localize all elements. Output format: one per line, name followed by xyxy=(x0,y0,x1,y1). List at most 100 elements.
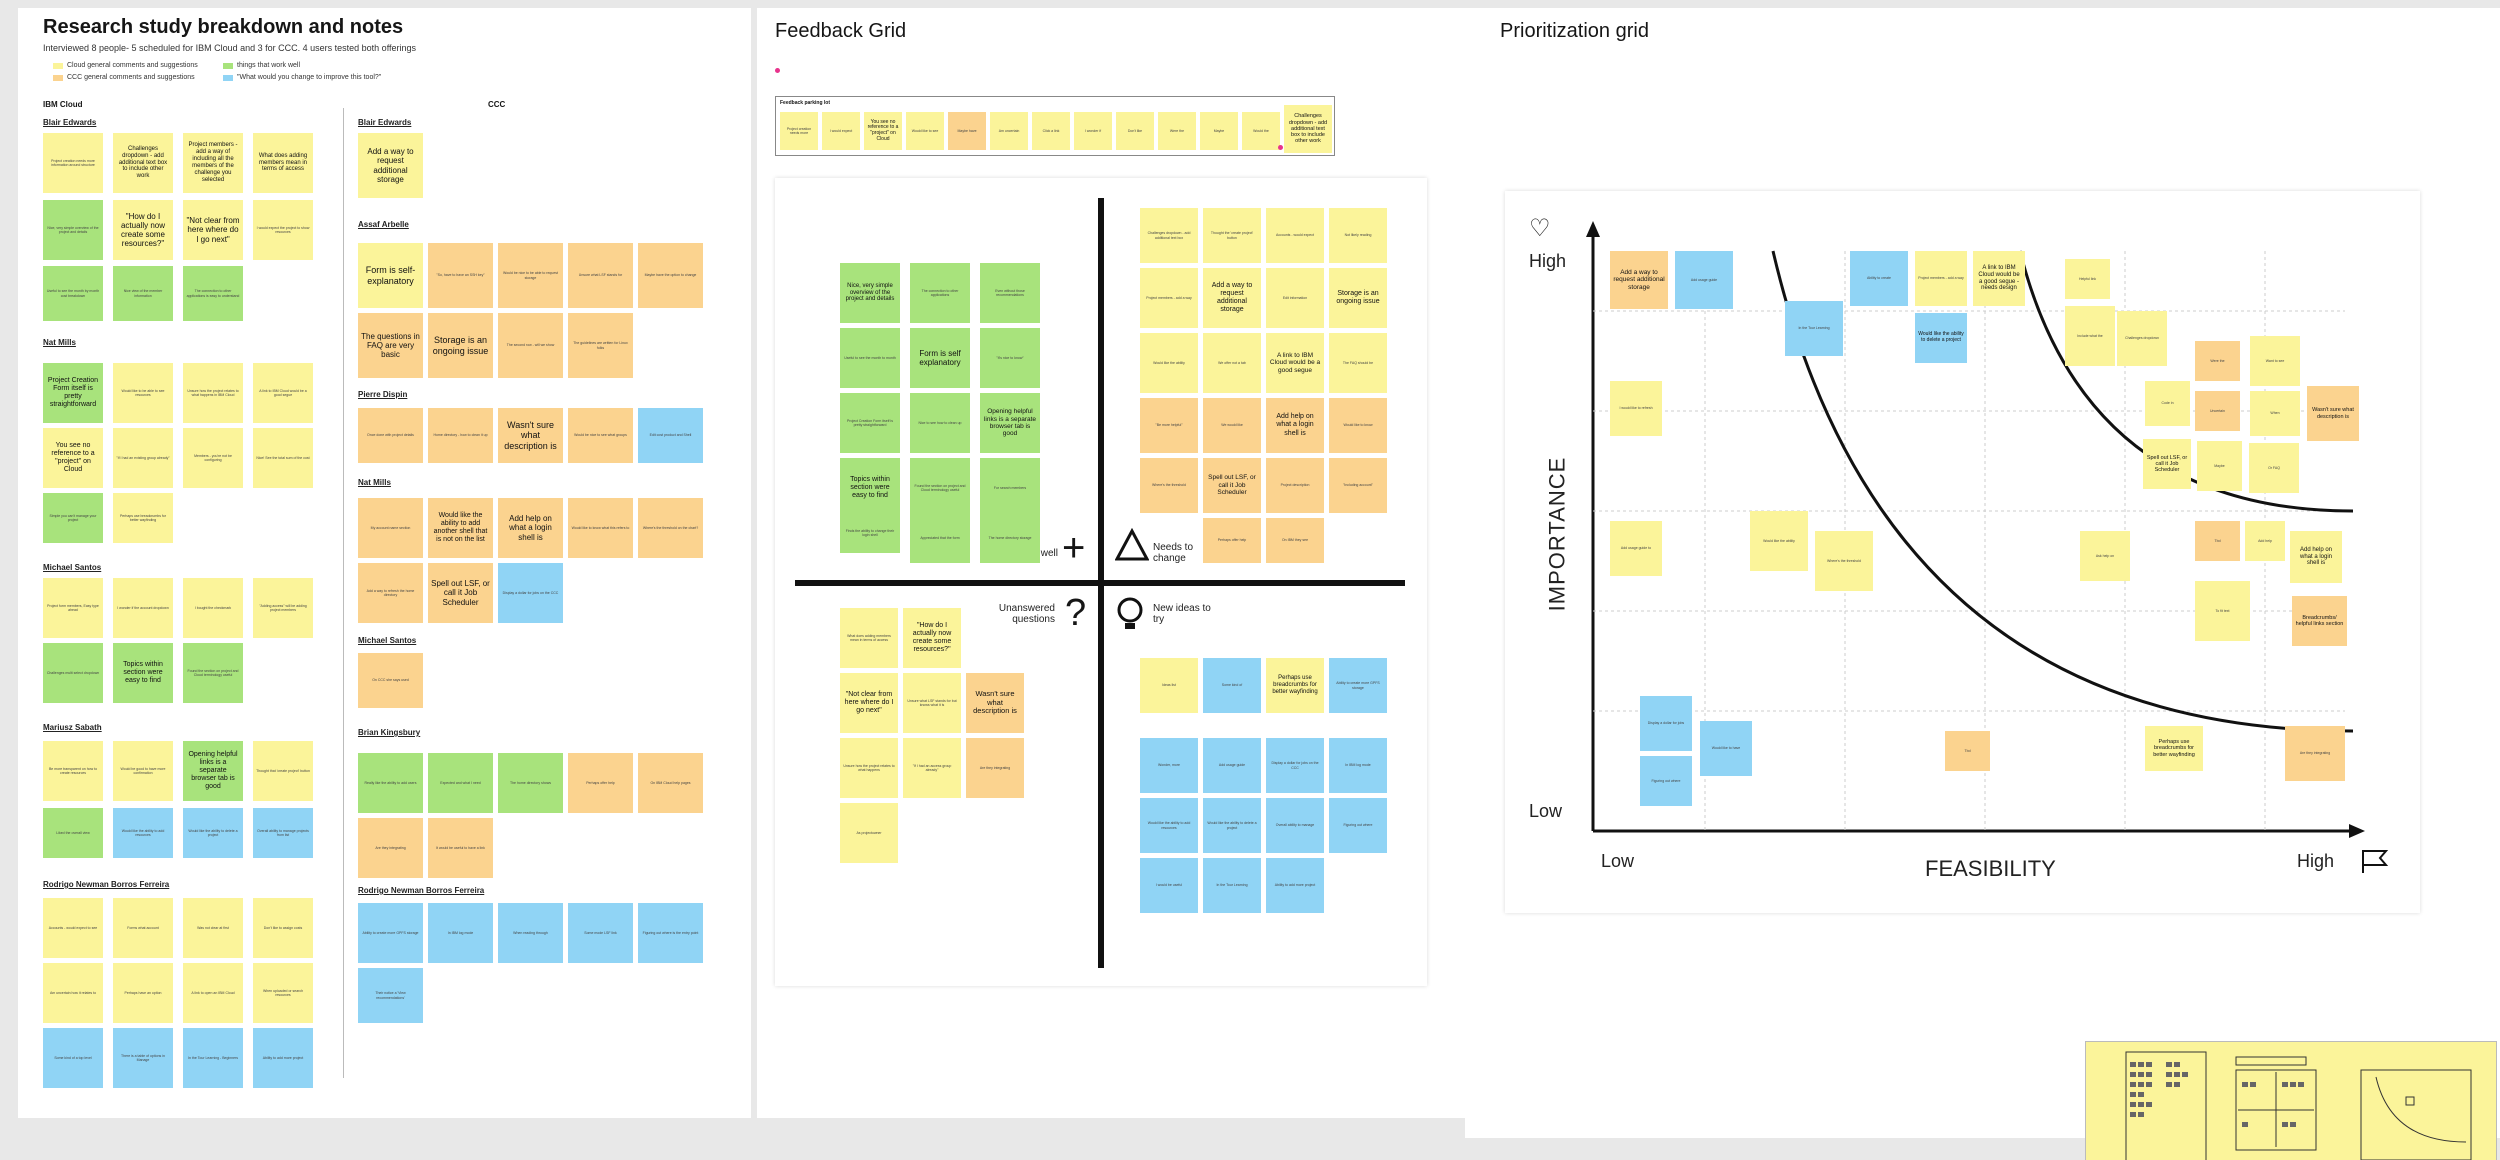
sticky-note[interactable]: On IBM they see xyxy=(1266,518,1324,563)
sticky-note[interactable]: Don't like xyxy=(1116,112,1154,150)
sticky-note[interactable]: Perhaps offer help xyxy=(568,753,633,813)
sticky-note[interactable]: Home directory - how to clean it up xyxy=(428,408,493,463)
sticky-note[interactable]: Perhaps use breadcrumbs for better wayfi… xyxy=(113,493,173,543)
sticky-note[interactable]: A link to IBM Cloud would be a good segu… xyxy=(1266,333,1324,393)
sticky-note[interactable]: We offer not a tab xyxy=(1203,333,1261,393)
sticky-note[interactable]: Spell out LSF, or call it Job Scheduler xyxy=(1203,458,1261,513)
sticky-note[interactable]: Perhaps use breadcrumbs for better wayfi… xyxy=(2145,726,2203,771)
sticky-note[interactable]: Really like the ability to add users xyxy=(358,753,423,813)
sticky-note[interactable]: Useful to see the month by month cost br… xyxy=(43,266,103,321)
sticky-note[interactable]: What does adding members mean in terms o… xyxy=(840,608,898,668)
sticky-note[interactable]: Breadcrumbs/ helpful links section xyxy=(2292,596,2347,646)
sticky-note[interactable]: Topics within section were easy to find xyxy=(840,458,900,518)
sticky-note[interactable]: Forms what account xyxy=(113,898,173,958)
sticky-note[interactable]: Are they integrating xyxy=(358,818,423,878)
sticky-note[interactable]: I bought the checkmark xyxy=(183,578,243,638)
sticky-note[interactable]: I wonder if xyxy=(1074,112,1112,150)
sticky-note[interactable]: Add usage guide xyxy=(1203,738,1261,793)
parking-lot[interactable]: Feedback parking lot Project creation ne… xyxy=(775,96,1335,156)
sticky-note[interactable]: Wonder, more xyxy=(1140,738,1198,793)
sticky-note[interactable]: Not likely reading xyxy=(1329,208,1387,263)
sticky-note[interactable]: Ideas list xyxy=(1140,658,1198,713)
sticky-note[interactable]: Overall ability to manage projects from … xyxy=(253,808,313,858)
sticky-note[interactable]: Appreciated that the form xyxy=(910,513,970,563)
sticky-note[interactable]: Was not clear at first xyxy=(183,898,243,958)
sticky-note[interactable]: Maybe xyxy=(2197,441,2242,491)
sticky-note[interactable]: The questions in FAQ are very basic xyxy=(358,313,423,378)
sticky-note[interactable]: Where's the threshold xyxy=(1140,458,1198,513)
sticky-note[interactable]: Nice! See the total sum of the cost xyxy=(253,428,313,488)
sticky-note[interactable]: Add a way to request additional storage xyxy=(1610,251,1668,309)
sticky-note[interactable]: On IBM Cloud help pages xyxy=(638,753,703,813)
sticky-note[interactable]: I wonder if the account dropdown xyxy=(113,578,173,638)
sticky-note[interactable]: Would like to know xyxy=(1329,398,1387,453)
sticky-note[interactable]: Add a way to request additional storage xyxy=(1203,268,1261,328)
sticky-note[interactable]: Ability to create more GPFS storage xyxy=(358,903,423,963)
prioritization-board[interactable]: Prioritization grid ♡ High L xyxy=(1465,8,2500,1160)
sticky-note[interactable]: Figuring out where is the entry point xyxy=(638,903,703,963)
sticky-note[interactable]: Challenges dropdown - add additional tex… xyxy=(1284,105,1332,153)
sticky-note[interactable]: The connection to other applications xyxy=(910,263,970,323)
research-board[interactable]: Research study breakdown and notes Inter… xyxy=(18,8,751,1118)
sticky-note[interactable]: Would like the ability to delete a proje… xyxy=(1203,798,1261,853)
sticky-note[interactable]: When xyxy=(2250,391,2300,436)
sticky-note[interactable]: A link to open an IBM Cloud xyxy=(183,963,243,1023)
sticky-note[interactable]: Would be good to have more confirmation xyxy=(113,741,173,801)
sticky-note[interactable]: Display a dollar for jobs xyxy=(1640,696,1692,751)
sticky-note[interactable]: Ability to create more GPFS storage xyxy=(1329,658,1387,713)
sticky-note[interactable]: A link to IBM Cloud would be a good segu… xyxy=(253,363,313,423)
sticky-note[interactable]: Add a way to refresh the home directory xyxy=(358,563,423,623)
sticky-note[interactable]: As projectowner xyxy=(840,803,898,863)
sticky-note[interactable]: Some kind of a top level xyxy=(43,1028,103,1088)
sticky-note[interactable]: Add help on what a login shell is xyxy=(498,498,563,558)
sticky-note[interactable]: Want to see xyxy=(2250,336,2300,386)
sticky-note[interactable]: Project members - add a way xyxy=(1915,251,1967,306)
sticky-note[interactable]: There is a table of options in Manage xyxy=(113,1028,173,1088)
sticky-note[interactable]: Some mode LSF link xyxy=(568,903,633,963)
sticky-note[interactable]: Display a dollar for jobs on the CCC xyxy=(1266,738,1324,793)
sticky-note[interactable]: Useful to see the month to month xyxy=(840,328,900,388)
sticky-note[interactable]: Project Creation Form itself is pretty s… xyxy=(840,393,900,453)
sticky-note[interactable]: Are they integrating xyxy=(2285,726,2345,781)
sticky-note[interactable]: Add a way to request additional storage xyxy=(358,133,423,198)
sticky-note[interactable]: Would like the ability to add resources xyxy=(1140,798,1198,853)
sticky-note[interactable]: Project members - add a way xyxy=(1140,268,1198,328)
sticky-note[interactable]: Wasn't sure what description is xyxy=(498,408,563,463)
sticky-note[interactable]: Would like to be able to see resources xyxy=(113,363,173,423)
sticky-note[interactable]: Would like the ability to add another sh… xyxy=(428,498,493,558)
sticky-note[interactable]: Wasn't sure what description is xyxy=(966,673,1024,733)
sticky-note[interactable]: Add usage guide to xyxy=(1610,521,1662,576)
sticky-note[interactable]: Would like the ability xyxy=(1750,511,1808,571)
sticky-note[interactable]: The second row - will we show xyxy=(498,313,563,378)
sticky-note[interactable]: Maybe xyxy=(1200,112,1238,150)
sticky-note[interactable]: In IBM log mode xyxy=(1329,738,1387,793)
sticky-note[interactable]: You see no reference to a "project" on C… xyxy=(43,428,103,488)
sticky-note[interactable]: Would like the ability to add resources xyxy=(113,808,173,858)
sticky-note[interactable]: Edit information xyxy=(1266,268,1324,328)
sticky-note[interactable]: Nice to see how to clean up xyxy=(910,393,970,453)
sticky-note[interactable]: Unsure how the project relates to what h… xyxy=(840,738,898,798)
sticky-note[interactable]: Challenges dropdown xyxy=(2117,311,2167,366)
sticky-note[interactable]: Were the xyxy=(2195,341,2240,381)
sticky-note[interactable]: Simple you can't manage your project xyxy=(43,493,103,543)
sticky-note[interactable]: We would like xyxy=(1203,398,1261,453)
sticky-note[interactable]: Project creation needs more xyxy=(780,112,818,150)
sticky-note[interactable]: Project form members, Easy type ahead xyxy=(43,578,103,638)
sticky-note[interactable]: Don't like to assign costs xyxy=(253,898,313,958)
sticky-note[interactable]: "Adding access" will be adding project m… xyxy=(253,578,313,638)
sticky-note[interactable]: "If I had an access group already" xyxy=(903,738,961,798)
sticky-note[interactable]: Add usage guide xyxy=(1675,251,1733,309)
sticky-note[interactable]: Storage is an ongoing issue xyxy=(428,313,493,378)
sticky-note[interactable]: When reading through xyxy=(498,903,563,963)
sticky-note[interactable]: The guidelines are written for Linux fol… xyxy=(568,313,633,378)
sticky-note[interactable]: Ability to add more project xyxy=(253,1028,313,1088)
sticky-note[interactable]: "Including account" xyxy=(1329,458,1387,513)
sticky-note[interactable]: Where's the threshold on the chart? xyxy=(638,498,703,558)
sticky-note[interactable]: Even without those recommendations xyxy=(980,263,1040,323)
sticky-note[interactable]: What does adding members mean in terms o… xyxy=(253,133,313,193)
feedback-grid-panel[interactable]: Worked well + Needs to change Unanswered… xyxy=(775,178,1427,986)
sticky-note[interactable]: Opening helpful links is a separate brow… xyxy=(980,393,1040,453)
sticky-note[interactable]: Add help xyxy=(2245,521,2285,561)
sticky-note[interactable]: Ability to add more project xyxy=(1266,858,1324,913)
sticky-note[interactable]: Would be nice to be able to request stor… xyxy=(498,243,563,308)
